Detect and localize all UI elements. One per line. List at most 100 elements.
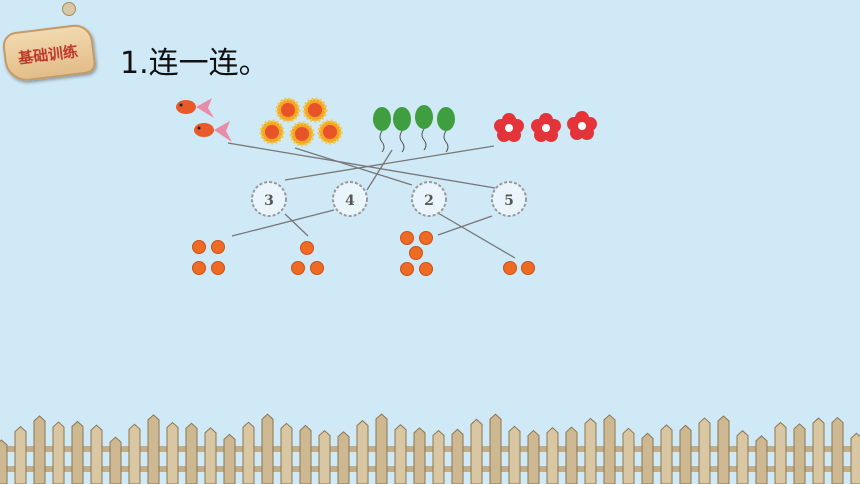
fence-picket	[128, 423, 141, 484]
dots-group-two	[503, 261, 535, 275]
answer-lines	[227, 142, 516, 259]
fence-picket	[375, 413, 388, 484]
balloon-icon	[393, 107, 411, 153]
number-circle[interactable]: 3	[251, 181, 287, 217]
number-label: 2	[424, 193, 434, 209]
fence-picket	[242, 421, 255, 484]
fence-picket	[166, 421, 179, 484]
faces-group	[259, 97, 343, 147]
fence-pickets	[0, 413, 860, 484]
fence-picket	[489, 413, 502, 484]
dot	[291, 261, 305, 275]
fence-picket	[679, 424, 692, 484]
fence-picket	[223, 433, 236, 484]
fence-picket	[660, 424, 673, 484]
dots-groups	[192, 231, 535, 276]
fence-picket	[204, 427, 217, 484]
fence-picket	[71, 420, 84, 484]
fence-picket	[717, 415, 730, 484]
fence-picket	[52, 421, 65, 484]
fence-picket	[527, 429, 540, 484]
fence-picket	[546, 427, 559, 484]
balloon-icon	[437, 107, 455, 153]
wooden-fence	[0, 413, 860, 484]
fence-picket	[508, 425, 521, 484]
fence-picket	[812, 417, 825, 484]
fence-picket	[318, 429, 331, 484]
line-flowers-to-3	[284, 145, 495, 181]
line-5-to-dots	[437, 215, 493, 236]
fence-picket	[109, 436, 122, 484]
face-icon	[259, 119, 285, 145]
fence-picket	[261, 413, 274, 484]
fence-picket	[755, 435, 768, 484]
fence-picket	[451, 428, 464, 484]
goldfish-icon	[176, 98, 214, 118]
dot	[211, 240, 225, 254]
fence-picket	[584, 417, 597, 484]
dot	[211, 261, 225, 275]
goldfish-icon	[194, 121, 232, 142]
goldfish-group	[176, 98, 232, 142]
number-circles: 3 4 2 5	[251, 181, 527, 217]
dot	[409, 246, 423, 260]
dots-group-five	[400, 231, 433, 276]
number-label: 3	[264, 193, 274, 209]
dot	[310, 261, 324, 275]
balloon-icon	[415, 105, 433, 151]
number-circle[interactable]: 5	[491, 181, 527, 217]
fence-picket	[394, 424, 407, 484]
flowers-group	[494, 111, 597, 142]
fence-picket	[698, 417, 711, 484]
fence-picket	[603, 414, 616, 484]
flower-icon	[531, 113, 561, 142]
dot	[419, 262, 433, 276]
line-4-to-dots	[231, 209, 335, 237]
dot	[503, 261, 517, 275]
fence-picket	[470, 418, 483, 484]
line-2-to-dots	[437, 212, 516, 259]
number-circle[interactable]: 4	[332, 181, 368, 217]
fence-rail	[0, 466, 860, 472]
line-3-to-dots	[284, 213, 309, 237]
face-icon	[302, 97, 328, 123]
fence-picket	[356, 419, 369, 484]
flower-icon	[567, 111, 597, 140]
fence-picket	[147, 414, 160, 484]
face-icon	[275, 97, 301, 123]
number-label: 5	[504, 193, 514, 209]
line-faces-to-5	[294, 147, 413, 186]
fence-picket	[185, 422, 198, 484]
pin-icon	[62, 2, 76, 16]
dot	[400, 262, 414, 276]
fence-picket	[280, 422, 293, 484]
fence-picket	[0, 439, 8, 484]
fence-picket	[90, 424, 103, 484]
dot	[521, 261, 535, 275]
number-label: 4	[345, 193, 355, 209]
fence-picket	[33, 415, 46, 484]
fence-picket	[641, 432, 654, 484]
dots-group-three	[291, 241, 324, 275]
fence-picket	[565, 426, 578, 484]
fence-picket	[622, 427, 635, 484]
face-icon	[317, 119, 343, 145]
dots-group-four	[192, 240, 225, 275]
line-fish-to-2	[227, 142, 496, 189]
dot	[300, 241, 314, 255]
section-badge: 基础训练	[1, 2, 97, 84]
dot	[192, 261, 206, 275]
fence-picket	[299, 424, 312, 484]
fence-picket	[337, 431, 350, 484]
dot	[419, 231, 433, 245]
fence-picket	[736, 430, 749, 484]
balloon-icon	[373, 107, 391, 153]
fence-picket	[432, 429, 445, 484]
line-balloons-to-4	[366, 149, 393, 191]
fence-picket	[831, 416, 844, 484]
fence-picket	[793, 423, 806, 484]
fence-rail	[0, 446, 860, 452]
flower-icon	[494, 113, 524, 142]
number-circle[interactable]: 2	[411, 181, 447, 217]
